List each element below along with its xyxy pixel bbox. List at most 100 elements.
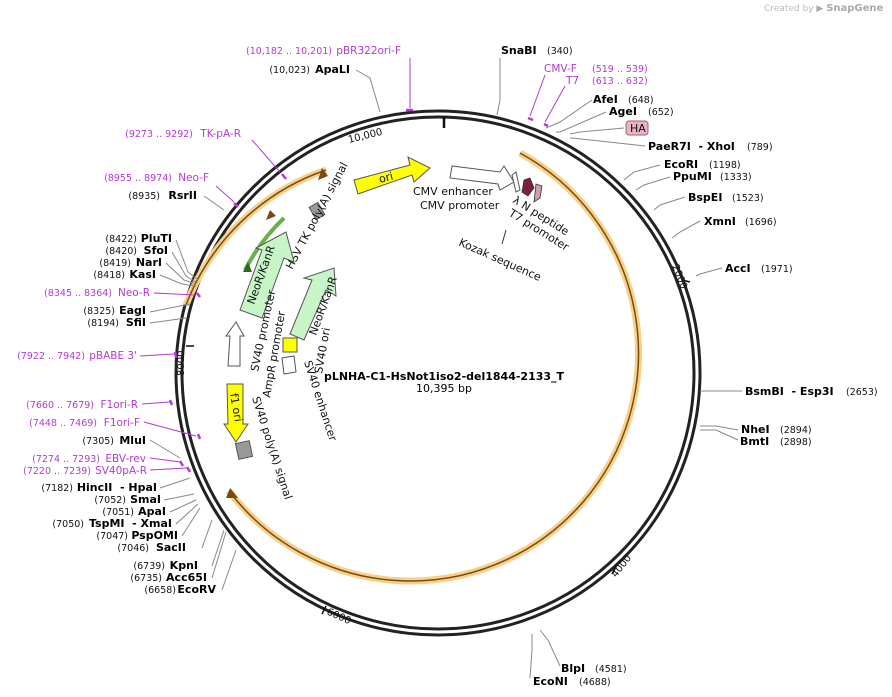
enzyme-blpi-name: BlpI: [561, 662, 585, 675]
leader-apai: [169, 499, 197, 513]
leader-f1orif: [143, 421, 197, 437]
leader-smai: [163, 493, 195, 501]
enzyme-pspomi-pos: (7047): [96, 531, 128, 542]
enzyme-apai-pos: (7051): [102, 507, 134, 518]
tick-mark-4000: [611, 564, 618, 575]
enzyme-bmti-name: BmtI: [740, 435, 769, 448]
feature-neo: NeoR/KanR NeoR/KanR: [239, 231, 340, 341]
enzyme-ecori-name: EcoRI: [664, 158, 698, 171]
leader-nhei: [700, 425, 739, 431]
neokan-arrow-1: [239, 231, 295, 319]
ampr-promoter-arrow: [225, 321, 245, 367]
primer-marker-cmvf: [527, 116, 534, 122]
primer-ebvrev-pos: (7274 .. 7293): [32, 454, 100, 465]
primer-t7-pos: (613 .. 632): [592, 76, 648, 87]
orf-arc-main: [228, 152, 640, 582]
orf-arcs: [182, 149, 642, 585]
feature-sv40-polya: SV40 poly(A) signal: [234, 395, 295, 501]
leader-blpi: [539, 629, 561, 667]
enzyme-nari-name: NarI: [136, 256, 162, 269]
enzyme-smai-pos: (7052): [94, 495, 126, 506]
leader-acci: [695, 267, 723, 277]
enzyme-hincii-name: HincII - HpaI: [77, 481, 157, 494]
primer-marker-f1orif: [196, 433, 202, 440]
primer-sv40par-name: SV40pA-R: [95, 465, 147, 477]
cmv-enhancer-arrow: [449, 165, 515, 191]
enzyme-sfii-name: SfiI: [126, 316, 146, 329]
f1-ori-label: f1 ori: [227, 392, 245, 423]
enzyme-mlui-name: MluI: [119, 434, 146, 447]
enzyme-sacii-pos: (7046): [117, 543, 149, 554]
sv40-ori-box: [282, 337, 298, 353]
leader-agei: [556, 111, 607, 133]
f1-ori-arrow: [223, 383, 249, 443]
enzyme-acci-pos: (1971): [761, 264, 793, 275]
enzyme-labels-left: (10,023) ApaLI (8935) RsrII (8422) PluTI…: [41, 63, 350, 596]
enzyme-acc65i-pos: (6735): [130, 573, 162, 584]
leader-kasi: [159, 274, 197, 287]
primer-marker-pbabe: [173, 351, 178, 359]
primer-pbr322ori-pos: (10,182 .. 10,201): [246, 46, 332, 57]
primer-neor-name: Neo-R: [118, 287, 150, 299]
enzyme-ppumi-name: PpuMI: [673, 170, 712, 183]
leader-pluti: [175, 239, 199, 281]
enzyme-xmni-name: XmnI: [704, 215, 736, 228]
hsv-tk-box: [308, 201, 326, 221]
leader-ppumi: [635, 176, 671, 191]
leader-mlui: [149, 439, 181, 459]
ori-arrow: [353, 156, 431, 195]
primer-marker-neof: [233, 202, 239, 208]
enzyme-kpni-name: KpnI: [170, 559, 198, 572]
enzyme-tspmi-pos: (7050): [52, 519, 84, 530]
enzyme-eagi-pos: (8325): [83, 306, 115, 317]
leader-econi: [529, 634, 533, 679]
leader-pspomi: [181, 507, 201, 537]
primer-cmvf-pos: (519 .. 539): [592, 64, 648, 75]
orf-arrowhead-mid: [266, 210, 276, 220]
enzyme-ppumi-pos: (1333): [720, 172, 752, 183]
primer-neof-name: Neo-F: [178, 172, 209, 184]
primer-t7-name: T7: [565, 75, 579, 87]
leader-hincii: [159, 477, 191, 489]
enzyme-apai-name: ApaI: [138, 505, 166, 518]
neokan-arrow-2: [289, 267, 337, 341]
leader-paer7i: [570, 137, 646, 147]
leader-kpni: [211, 529, 225, 567]
leader-sfii: [149, 317, 187, 324]
primer-tkpar-name: TK-pA-R: [199, 128, 241, 140]
primer-pbabe-pos: (7922 .. 7942): [17, 351, 85, 362]
enzyme-paer7i-name: PaeR7I - XhoI: [648, 140, 735, 153]
enzyme-kpni-pos: (6739): [133, 561, 165, 572]
enzyme-acc65i-name: Acc65I: [166, 571, 207, 584]
primer-f1orif-name: F1ori-F: [104, 417, 140, 429]
cmv-promoter-arrow: [511, 171, 521, 193]
leader-eagi: [149, 303, 191, 313]
leader-ha: [569, 127, 625, 135]
orf-arrowhead-top: [318, 168, 328, 180]
enzyme-rsrii-name: RsrII: [168, 189, 197, 202]
cmv-enhancer-label: CMV enhancer: [413, 185, 493, 198]
leader-tspmi: [175, 503, 199, 525]
enzyme-pluti-pos: (8422): [105, 234, 137, 245]
enzyme-eagi-name: EagI: [119, 304, 146, 317]
ha-tag-box: [533, 183, 543, 203]
primer-tkpar-pos: (9273 .. 9292): [125, 129, 193, 140]
enzyme-kasi-name: KasI: [129, 268, 156, 281]
enzyme-bspei-name: BspEI: [688, 191, 722, 204]
sv40-promoter-arrow: [281, 355, 297, 375]
leader-lines: [139, 58, 742, 679]
enzyme-ecorv-name: EcoRV: [177, 583, 216, 596]
leader-afei: [545, 99, 593, 129]
enzyme-sfii-pos: (8194): [87, 318, 119, 329]
enzyme-sfoi-pos: (8420): [105, 246, 137, 257]
primer-marker-tkpar: [281, 173, 287, 180]
primer-cmvf-name: CMV-F: [544, 63, 577, 75]
leader-f1orir: [141, 401, 171, 405]
primer-pbr322ori-name: pBR322ori-F: [336, 45, 401, 57]
enzyme-agei-pos: (652): [648, 107, 674, 118]
leader-xmni: [671, 220, 701, 239]
credit-prefix: Created by: [764, 4, 814, 14]
enzyme-nhei-name: NheI: [741, 423, 770, 436]
feature-cmv: CMV enhancer CMV promoter: [413, 165, 521, 212]
snapgene-logo-icon: ▶: [816, 4, 824, 14]
